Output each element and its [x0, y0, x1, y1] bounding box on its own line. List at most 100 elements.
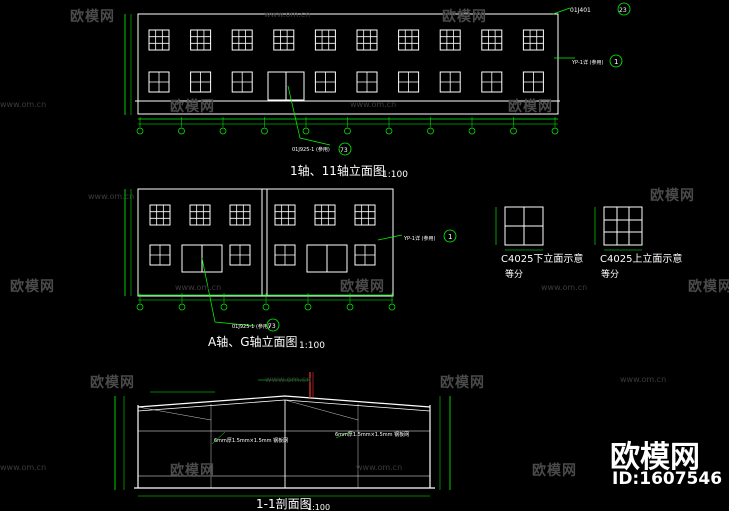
window [398, 29, 420, 51]
elevation-1-axis-bubbles [136, 117, 559, 135]
window [354, 244, 376, 266]
section-note-right: 6mm厚1.5mm×1.5mm 钢板网 [335, 431, 409, 438]
window [522, 29, 544, 51]
elevation-2-axis-bubbles [136, 293, 396, 311]
section-scale: 1:100 [307, 503, 330, 511]
watermark-url: www.om.cn [0, 463, 47, 472]
window [314, 29, 336, 51]
section-note-left: 6mm厚1.5mm×1.5mm 钢板网 [214, 437, 288, 444]
axis-bubble [136, 303, 144, 311]
elevation-2-scale: 1:100 [299, 341, 325, 351]
window [439, 71, 461, 93]
watermark-url: www.om.cn [350, 100, 397, 109]
callout-door-ref-1: 01J925-1 (参用) [292, 146, 330, 153]
axis-bubble [468, 127, 476, 135]
watermark: 欧模网 [170, 99, 215, 115]
window [354, 204, 376, 226]
section-title: 1-1剖面图 [256, 497, 312, 511]
window [148, 29, 170, 51]
watermark-url: www.om.cn [175, 283, 222, 292]
window [149, 204, 171, 226]
window [231, 71, 253, 93]
axis-bubble [178, 127, 185, 135]
window [149, 244, 171, 266]
watermark: 欧模网 [170, 463, 215, 479]
callout-drain2-ref: YP-1详 (参用) [403, 235, 435, 242]
window [190, 71, 212, 93]
window-upper-note: 等分 [601, 268, 619, 280]
watermark: 欧模网 [442, 9, 487, 25]
window [439, 29, 461, 51]
watermark-url: www.om.cn [541, 283, 588, 292]
axis-bubble [178, 303, 186, 311]
elevation-1-scale: 1:100 [382, 170, 408, 180]
axis-bubble [302, 127, 310, 135]
axis-bubble [344, 127, 351, 135]
watermark-url: www.om.cn [264, 10, 311, 19]
callout-roof-num: 23 [619, 7, 627, 14]
axis-bubble [388, 303, 396, 311]
axis-bubble [551, 127, 559, 135]
window [522, 71, 544, 93]
watermark-url: www.om.cn [88, 192, 135, 201]
watermark: 欧模网 [508, 99, 553, 115]
callout-door-ref-2: 01J925-1 (参用) [232, 323, 270, 330]
window-lower-title: C4025下立面示意 [501, 252, 583, 265]
elevation-2-lower-windows [149, 244, 376, 266]
window [356, 71, 378, 93]
watermark-url: www.om.cn [620, 375, 667, 384]
elevation-1-lower-windows [148, 71, 544, 93]
window [148, 71, 170, 93]
elevation-2-title: A轴、G轴立面图 [208, 334, 298, 349]
axis-bubble [136, 127, 144, 135]
callout-drain-num: 1 [614, 58, 618, 66]
callout-door-num-1: 73 [340, 147, 348, 154]
elevation-2 [124, 188, 403, 327]
callout-door-num-2: 73 [268, 323, 276, 330]
window [190, 29, 212, 51]
window [231, 29, 253, 51]
window [189, 204, 211, 226]
elevation-1-upper-windows [148, 29, 544, 51]
window [229, 244, 251, 266]
watermark: 欧模网 [10, 279, 55, 295]
callout-roof-ref: 01J401 [570, 7, 591, 14]
window [398, 71, 420, 93]
watermark-url: www.om.cn [0, 100, 47, 109]
axis-bubble [427, 127, 434, 135]
watermark: 欧模网 [650, 188, 695, 204]
window [274, 244, 296, 266]
window [356, 29, 378, 51]
watermark-url: www.om.cn [265, 375, 312, 384]
brand-logo: 欧模网 [610, 440, 700, 475]
watermark: 欧模网 [70, 9, 115, 25]
brand-id: ID:1607546 [612, 469, 723, 489]
section-1-1 [114, 372, 451, 497]
window [314, 71, 336, 93]
watermark: 欧模网 [688, 279, 729, 295]
watermark-url: www.om.cn [356, 463, 403, 472]
window-detail-lower [495, 206, 544, 251]
elevation-1 [124, 7, 575, 146]
axis-bubble [219, 127, 227, 135]
window [273, 29, 295, 51]
callout-drain2-num: 1 [448, 233, 452, 241]
window [314, 204, 336, 226]
watermark: 欧模网 [90, 375, 135, 391]
callout-drain-ref: YP-1详 (参用) [571, 59, 603, 66]
window [274, 204, 296, 226]
window-detail-upper [594, 206, 643, 251]
window [229, 204, 251, 226]
axis-bubble [385, 127, 393, 135]
axis-bubble [262, 303, 270, 311]
elevation-2-upper-windows [149, 204, 376, 226]
window [481, 71, 503, 93]
axis-bubble [346, 303, 354, 311]
watermark: 欧模网 [532, 463, 577, 479]
axis-bubble [220, 303, 228, 311]
window-lower-note: 等分 [505, 268, 523, 280]
window-upper-title: C4025上立面示意 [600, 252, 682, 265]
axis-bubble [261, 127, 268, 135]
watermark: 欧模网 [340, 279, 385, 295]
watermark: 欧模网 [440, 375, 485, 391]
